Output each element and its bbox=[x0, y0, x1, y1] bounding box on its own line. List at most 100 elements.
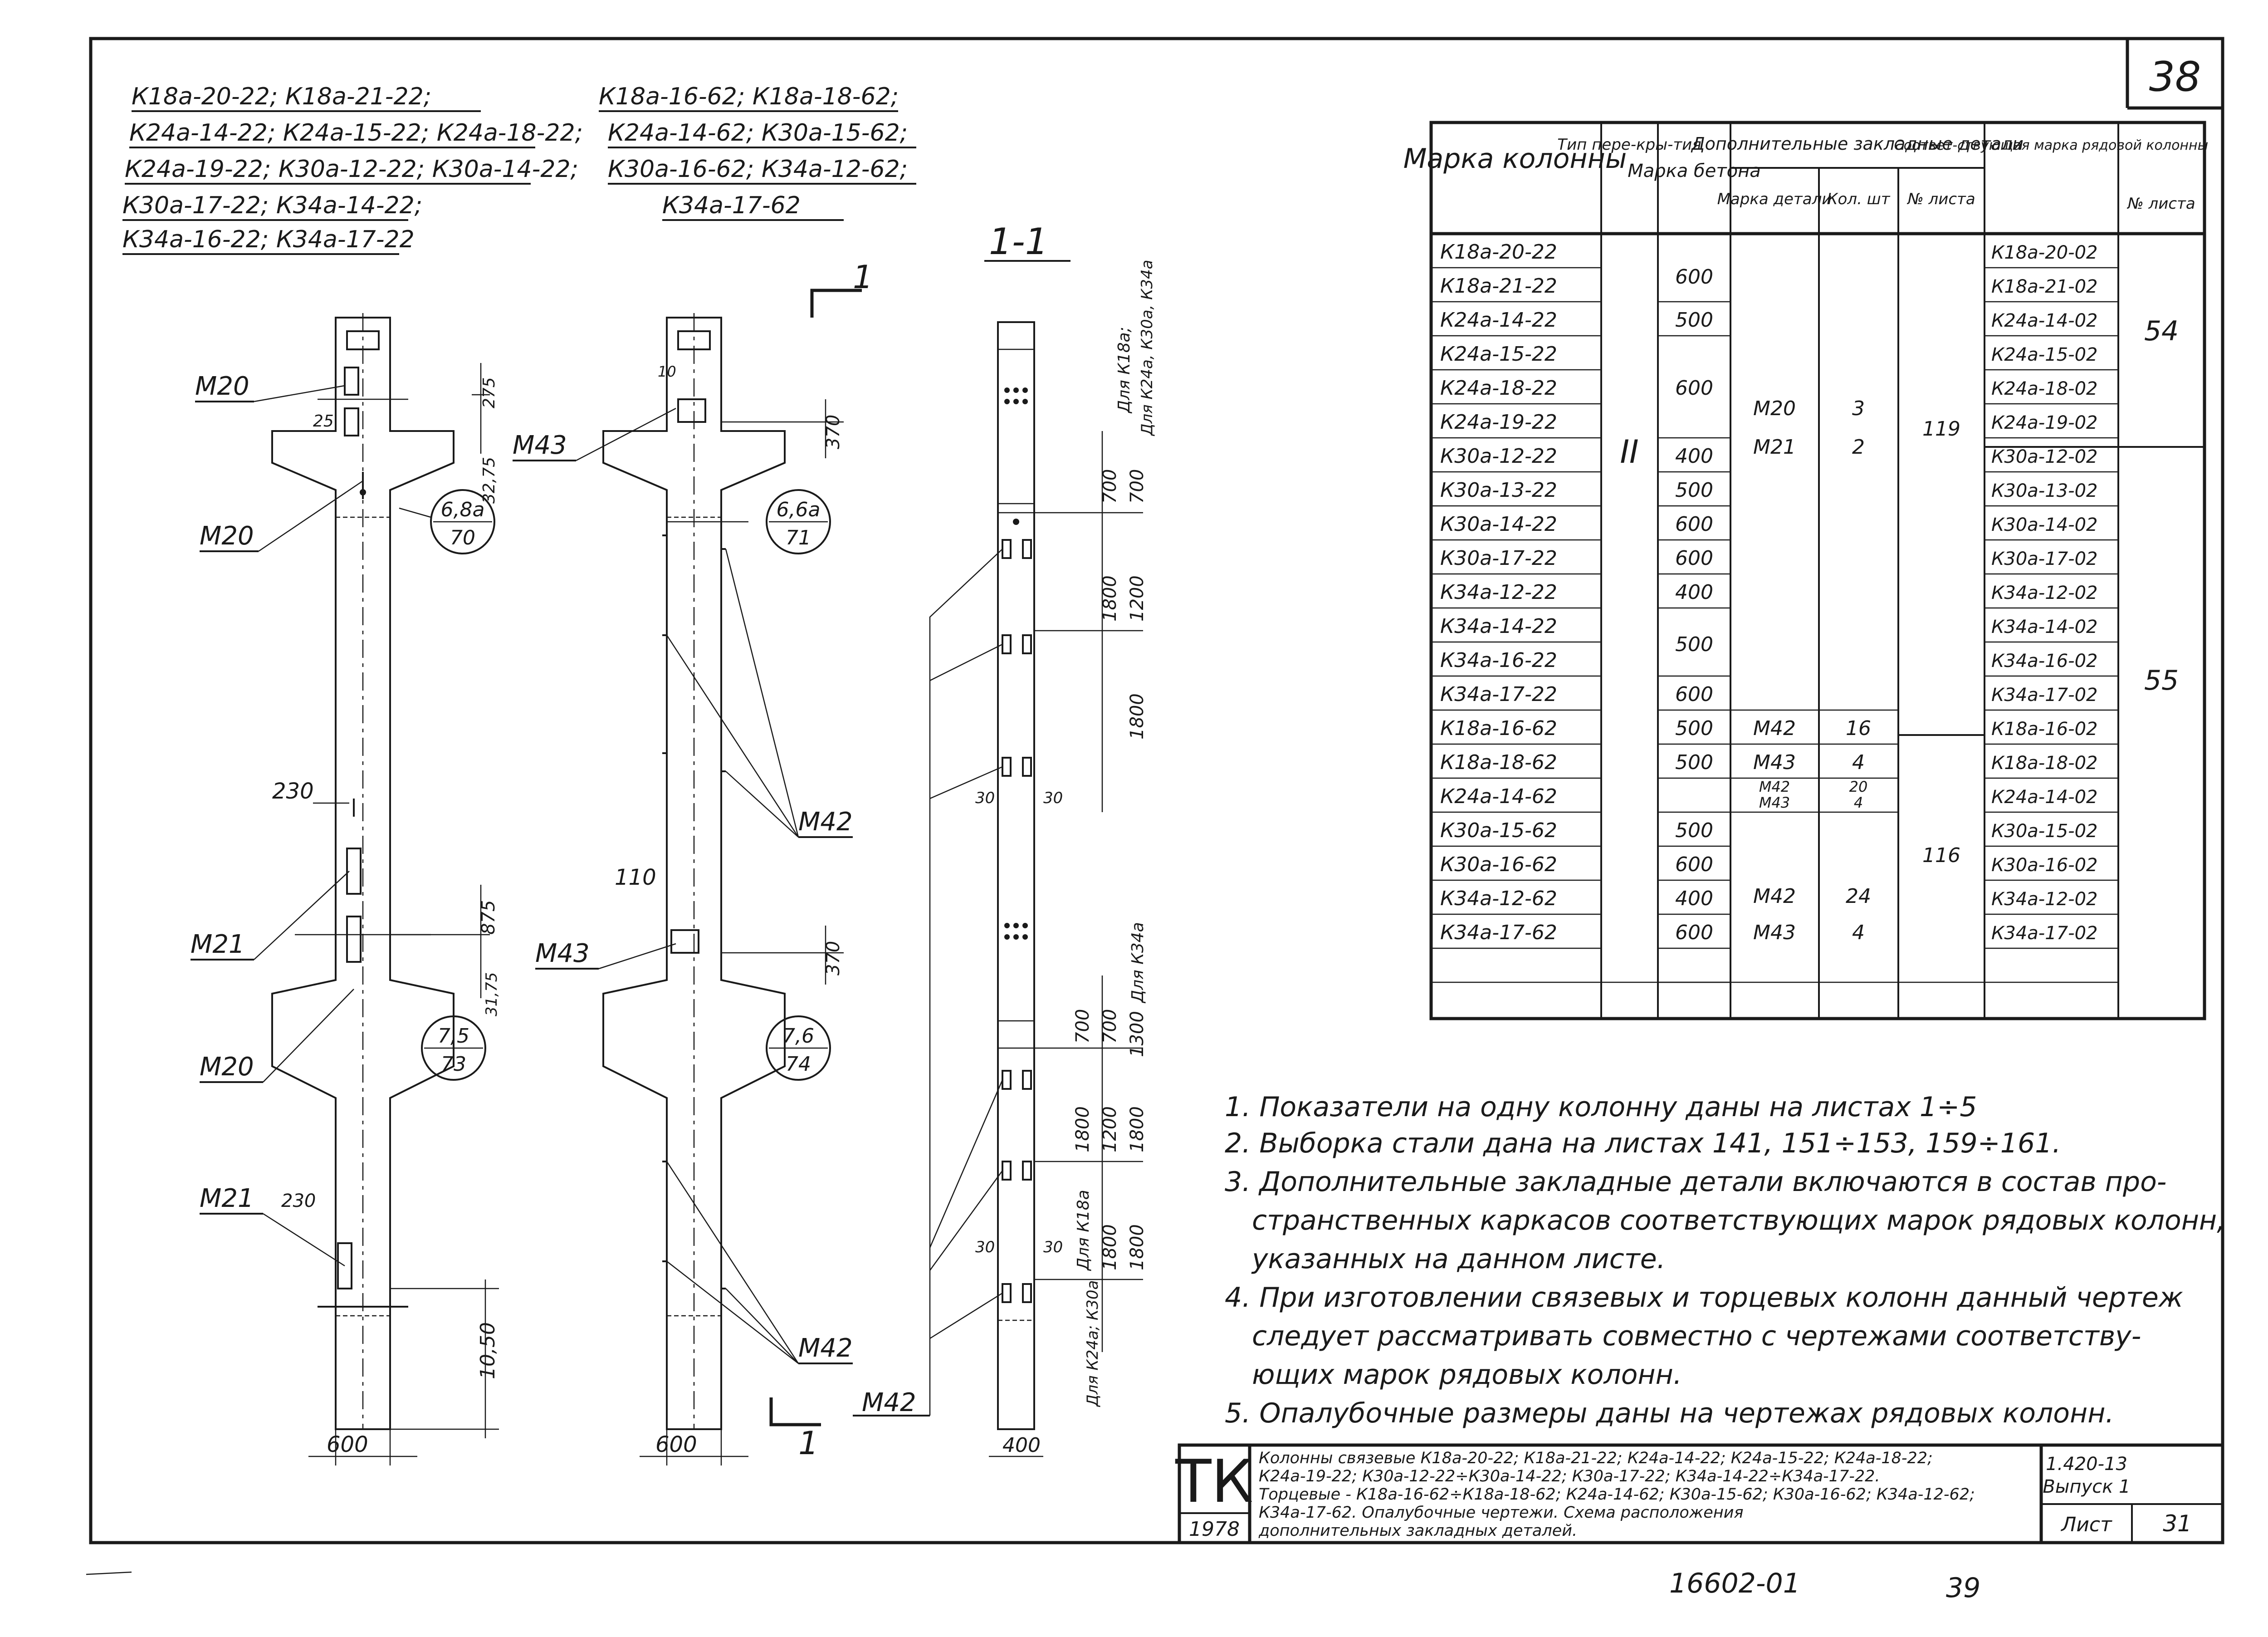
svg-text:Для К24а; К30а: Для К24а; К30а bbox=[1084, 1280, 1102, 1407]
svg-text:32,75: 32,75 bbox=[480, 457, 499, 504]
svg-text:М42: М42 bbox=[1753, 885, 1796, 908]
tk-logo: ТК bbox=[1175, 1447, 1253, 1516]
label-m20-cap: М20 bbox=[200, 521, 254, 551]
svg-text:7,6: 7,6 bbox=[782, 1024, 814, 1048]
svg-text:К30а-12-22: К30а-12-22 bbox=[1440, 445, 1557, 468]
bottom-page: 39 bbox=[1946, 1572, 1980, 1604]
svg-text:110: 110 bbox=[615, 865, 656, 890]
svg-text:К24а-19-22: К24а-19-22 bbox=[1440, 411, 1557, 434]
title-block: ТК 1978 Колонны связевые К18а-20-22; К18… bbox=[1175, 1443, 2224, 1544]
column-1-width: 600 bbox=[327, 1432, 368, 1457]
svg-text:К34а-17-02: К34а-17-02 bbox=[1991, 923, 2097, 944]
note-1: 1. Показатели на одну колонну даны на ли… bbox=[1225, 1091, 1977, 1123]
svg-text:500: 500 bbox=[1675, 633, 1713, 656]
svg-text:119: 119 bbox=[1922, 417, 1960, 441]
cut-mark-top: 1 bbox=[810, 259, 873, 318]
slab-type: II bbox=[1620, 433, 1638, 471]
svg-text:54: 54 bbox=[2144, 315, 2179, 347]
title-line-2: К24а-19-22; К30а-12-22÷К30а-14-22; К30а-… bbox=[1259, 1467, 1880, 1485]
svg-text:230: 230 bbox=[281, 1191, 316, 1211]
svg-text:6,8а: 6,8а bbox=[441, 498, 485, 521]
note-3a: 3. Дополнительные закладные детали включ… bbox=[1225, 1166, 2166, 1198]
label-m42-bottom: М42 bbox=[798, 1333, 853, 1363]
column-1-elevation bbox=[271, 313, 455, 1430]
svg-text:30: 30 bbox=[975, 789, 995, 807]
svg-text:500: 500 bbox=[1675, 819, 1713, 842]
svg-text:1: 1 bbox=[853, 259, 873, 296]
svg-text:К18а-20-22: К18а-20-22 bbox=[1440, 240, 1557, 264]
label-m42-section: М42 bbox=[862, 1388, 916, 1417]
header1-line4: К30а-17-22; К34а-14-22; bbox=[122, 192, 422, 219]
svg-text:10,50: 10,50 bbox=[476, 1322, 499, 1379]
callout-2: 7,5 73 bbox=[421, 1015, 486, 1081]
page-number: 38 bbox=[2149, 53, 2201, 101]
svg-text:875: 875 bbox=[478, 900, 499, 935]
svg-text:Марка детали: Марка детали bbox=[1717, 190, 1832, 208]
label-m42-mid: М42 bbox=[798, 807, 853, 837]
svg-text:1800: 1800 bbox=[1127, 1106, 1148, 1152]
bottom-stamp: 16602-01 bbox=[1669, 1568, 1800, 1599]
svg-text:1300: 1300 bbox=[1127, 1011, 1148, 1057]
year: 1978 bbox=[1189, 1518, 1240, 1541]
svg-text:Соответ-ствующая марка рядовой: Соответ-ствующая марка рядовой колонны bbox=[1894, 137, 2209, 153]
issue: Выпуск 1 bbox=[2043, 1476, 2130, 1497]
svg-text:4: 4 bbox=[1852, 751, 1865, 774]
svg-text:№ листа: № листа bbox=[1906, 190, 1975, 208]
svg-text:700: 700 bbox=[1100, 1009, 1120, 1044]
svg-text:73: 73 bbox=[441, 1053, 466, 1076]
header-group-1: К18а-20-22; К18а-21-22; К24а-14-22; К24а… bbox=[122, 83, 583, 255]
svg-text:1800: 1800 bbox=[1100, 1224, 1120, 1270]
header1-line3: К24а-19-22; К30а-12-22; К30а-14-22; bbox=[125, 156, 578, 183]
svg-text:600: 600 bbox=[1675, 265, 1713, 289]
column-2-elevation bbox=[602, 313, 786, 1430]
svg-text:70: 70 bbox=[450, 526, 475, 549]
svg-text:Для К34а: Для К34а bbox=[1129, 922, 1147, 1004]
svg-text:К34а-14-02: К34а-14-02 bbox=[1991, 617, 2097, 637]
svg-text:1: 1 bbox=[798, 1425, 819, 1462]
svg-text:М43: М43 bbox=[1759, 794, 1790, 811]
svg-text:К34а-12-22: К34а-12-22 bbox=[1440, 581, 1557, 604]
svg-text:М20: М20 bbox=[1753, 397, 1796, 420]
note-3b: странственных каркасов соответствующих м… bbox=[1252, 1205, 2225, 1236]
svg-text:400: 400 bbox=[1675, 887, 1713, 910]
title-line-4: К34а-17-62. Опалубочные чертежи. Схема р… bbox=[1259, 1504, 1744, 1522]
column-2-dimensions: 370 370 600 bbox=[640, 399, 844, 1465]
svg-text:М42: М42 bbox=[1759, 778, 1790, 795]
svg-text:600: 600 bbox=[1675, 547, 1713, 570]
svg-text:230: 230 bbox=[272, 779, 314, 804]
header1-line2: К24а-14-22; К24а-15-22; К24а-18-22; bbox=[129, 119, 583, 147]
svg-text:500: 500 bbox=[1675, 309, 1713, 332]
svg-text:К24а-14-62: К24а-14-62 bbox=[1440, 785, 1557, 808]
notes: 1. Показатели на одну колонну даны на ли… bbox=[1225, 1091, 2225, 1429]
svg-text:К30а-12-02: К30а-12-02 bbox=[1991, 446, 2097, 467]
svg-text:400: 400 bbox=[1675, 581, 1713, 604]
svg-text:74: 74 bbox=[786, 1053, 811, 1076]
svg-text:К24а-18-02: К24а-18-02 bbox=[1991, 378, 2097, 399]
svg-text:700: 700 bbox=[1072, 1009, 1093, 1044]
svg-text:К30а-13-02: К30а-13-02 bbox=[1991, 480, 2097, 501]
svg-text:К30а-14-22: К30а-14-22 bbox=[1440, 513, 1557, 536]
svg-text:М42: М42 bbox=[1753, 717, 1796, 740]
svg-text:Дополнительные закладные детал: Дополнительные закладные детали bbox=[1691, 134, 2024, 154]
title-line-3: Торцевые - К18а-16-62÷К18а-18-62; К24а-1… bbox=[1259, 1485, 1975, 1504]
svg-text:К18а-20-02: К18а-20-02 bbox=[1991, 242, 2097, 263]
svg-text:30: 30 bbox=[975, 1238, 995, 1256]
note-5: 5. Опалубочные размеры даны на чертежах … bbox=[1225, 1397, 2114, 1429]
sheet-number: 31 bbox=[2163, 1510, 2192, 1537]
sheet-label: Лист bbox=[2060, 1513, 2112, 1536]
svg-text:3: 3 bbox=[1852, 397, 1865, 420]
svg-text:К18а-18-02: К18а-18-02 bbox=[1991, 753, 2097, 774]
svg-text:600: 600 bbox=[1675, 377, 1713, 400]
svg-text:1200: 1200 bbox=[1100, 1106, 1120, 1152]
svg-text:400: 400 bbox=[1675, 445, 1713, 468]
cut-mark-bottom: 1 bbox=[769, 1397, 821, 1462]
svg-text:К18а-18-62: К18а-18-62 bbox=[1440, 751, 1557, 774]
svg-text:600: 600 bbox=[1675, 683, 1713, 706]
column-2-width: 600 bbox=[655, 1432, 697, 1457]
svg-text:К34а-12-02: К34а-12-02 bbox=[1991, 889, 2097, 910]
svg-text:К34а-17-22: К34а-17-22 bbox=[1440, 683, 1557, 706]
svg-text:К24а-14-02: К24а-14-02 bbox=[1991, 787, 2097, 808]
label-m21-bottom: М21 bbox=[200, 1184, 254, 1213]
